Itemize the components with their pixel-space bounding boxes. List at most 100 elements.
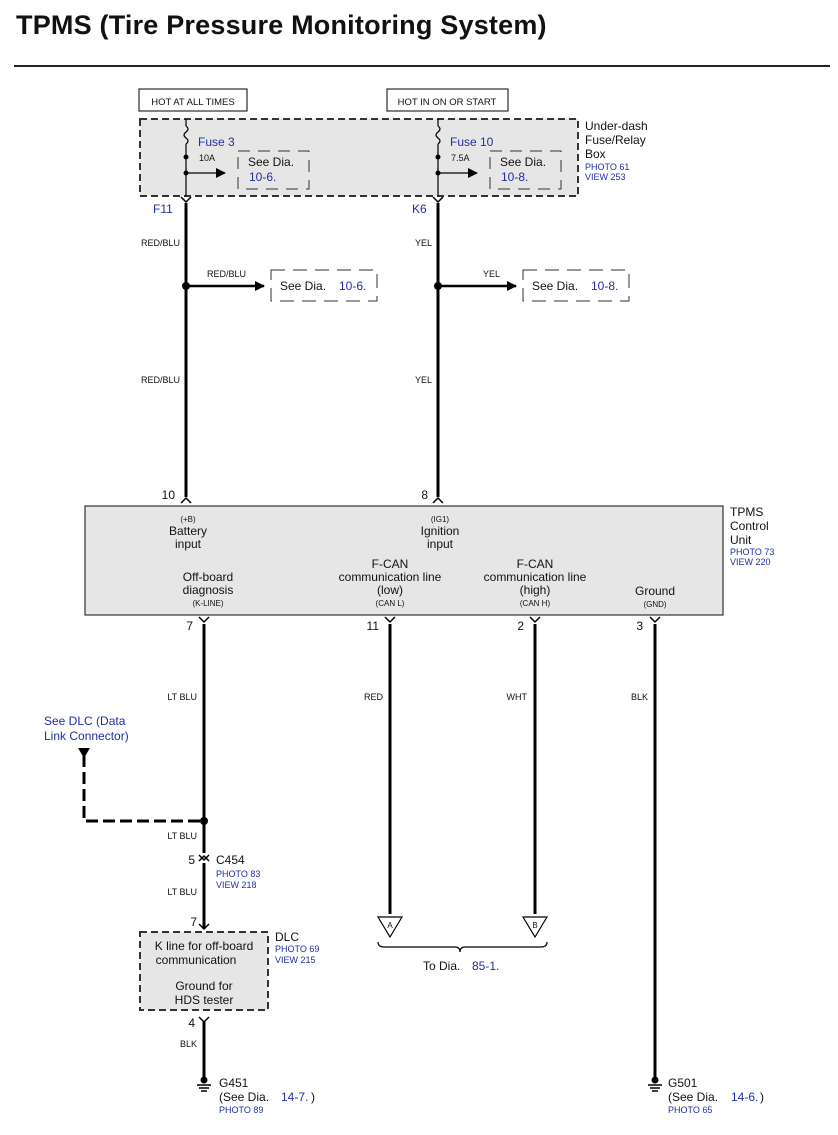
control-unit-name-1: TPMS xyxy=(730,505,763,519)
terminal-k6-label: K6 xyxy=(412,202,427,216)
pin-8-label: 8 xyxy=(421,488,428,502)
fuse-3-ref-link[interactable]: 10-6. xyxy=(249,170,276,184)
dlc-line-1: K line for off-board xyxy=(155,939,254,953)
fuse-box-photo: PHOTO 61 xyxy=(585,162,629,172)
splice-left-ref-link[interactable]: 10-6. xyxy=(339,279,366,293)
fcan-low-code: (CAN L) xyxy=(376,599,405,608)
wire-label-yel-1: YEL xyxy=(415,238,432,248)
splice-wire-label-red-blu: RED/BLU xyxy=(207,269,246,279)
offboard-code: (K-LINE) xyxy=(192,599,223,608)
control-unit-name-2: Control xyxy=(730,519,769,533)
dlc-view: VIEW 215 xyxy=(275,955,316,965)
dlc-ref-line-1[interactable]: See DLC (Data xyxy=(44,714,126,728)
wire-label-lt-blu-1: LT BLU xyxy=(167,692,197,702)
g501-name: G501 xyxy=(668,1076,698,1090)
c454-connector-symbol xyxy=(198,854,210,862)
control-unit-photo: PHOTO 73 xyxy=(730,547,774,557)
page-title: TPMS (Tire Pressure Monitoring System) xyxy=(16,10,547,40)
dlc-name: DLC xyxy=(275,930,299,944)
wire-label-lt-blu-2: LT BLU xyxy=(167,831,197,841)
fcan-high-label-2: communication line xyxy=(484,570,587,584)
fcan-low-label-1: F-CAN xyxy=(372,557,409,571)
connectors-ref-link[interactable]: 85-1. xyxy=(472,959,499,973)
splice-left-see: See Dia. xyxy=(280,279,326,293)
fcan-high-label-1: F-CAN xyxy=(517,557,554,571)
g501-see: (See Dia. xyxy=(668,1090,718,1104)
fuse-box-name-2: Fuse/Relay xyxy=(585,133,646,147)
c454-view: VIEW 218 xyxy=(216,880,257,890)
g501-close: ) xyxy=(760,1090,764,1104)
fuse-3-see: See Dia. xyxy=(248,155,294,169)
wire-label-lt-blu-3: LT BLU xyxy=(167,887,197,897)
hot-in-on-or-start-label: HOT IN ON OR START xyxy=(398,97,497,108)
dlc-ref-dashed-wire xyxy=(82,755,204,823)
dlc-box xyxy=(139,931,269,1011)
fuse-3 xyxy=(183,119,226,196)
pin-10-label: 10 xyxy=(162,488,176,502)
fcan-low-label-2: communication line xyxy=(339,570,442,584)
fuse-10-label: Fuse 10 xyxy=(450,135,494,149)
pin-7-label: 7 xyxy=(186,619,193,633)
tpms-control-unit xyxy=(84,505,724,616)
fuse-10 xyxy=(435,119,478,196)
g451-ground-icon xyxy=(197,1076,211,1092)
connectors-brace xyxy=(377,941,548,953)
pin-10-symbol xyxy=(180,496,192,504)
fuse-10-ref-link[interactable]: 10-8. xyxy=(501,170,528,184)
dlc-ref-line-2[interactable]: Link Connector) xyxy=(44,729,129,743)
g501-ref-link[interactable]: 14-6. xyxy=(731,1090,758,1104)
c454-name: C454 xyxy=(216,853,245,867)
dlc-pin-bottom-symbol xyxy=(198,1016,210,1024)
dlc-line-2: communication xyxy=(156,953,237,967)
fcan-low-label-3: (low) xyxy=(377,583,403,597)
ignition-label-2: input xyxy=(427,537,454,551)
wire-label-red-blu-1: RED/BLU xyxy=(141,238,180,248)
g451-name: G451 xyxy=(219,1076,249,1090)
g501-ground-icon xyxy=(648,1076,662,1092)
dlc-splice xyxy=(200,817,208,825)
fuse-3-symbol xyxy=(183,125,189,145)
g451-ref-link[interactable]: 14-7. xyxy=(281,1090,308,1104)
pin-3-label: 3 xyxy=(636,619,643,633)
connector-b-label: B xyxy=(532,921,537,930)
splice-right-ref-link[interactable]: 10-8. xyxy=(591,279,618,293)
splice-wire-label-yel: YEL xyxy=(483,269,500,279)
pin-3-symbol xyxy=(649,616,661,624)
dlc-pin-top-symbol xyxy=(198,923,210,931)
pin-2-label: 2 xyxy=(517,619,524,633)
pin-11-label: 11 xyxy=(367,619,380,633)
fuse-10-see: See Dia. xyxy=(500,155,546,169)
pin-11-symbol xyxy=(384,616,396,624)
splice-right-ref-box xyxy=(522,269,630,302)
wire-label-yel-2: YEL xyxy=(415,375,432,385)
ignition-label-1: Ignition xyxy=(421,524,460,538)
wire-label-red-blu-2: RED/BLU xyxy=(141,375,180,385)
fuse-3-label: Fuse 3 xyxy=(198,135,235,149)
wire-label-red: RED xyxy=(364,692,384,702)
control-unit-view: VIEW 220 xyxy=(730,557,771,567)
dlc-photo: PHOTO 69 xyxy=(275,944,319,954)
hot-at-all-times-box xyxy=(138,88,248,112)
dlc-line-4: HDS tester xyxy=(175,993,234,1007)
fuse-box-view: VIEW 253 xyxy=(585,172,626,182)
wire-label-blk-2: BLK xyxy=(180,1039,197,1049)
g501-photo: PHOTO 65 xyxy=(668,1105,712,1115)
g451-photo: PHOTO 89 xyxy=(219,1105,263,1115)
terminal-f11-symbol xyxy=(180,196,192,204)
fuse-3-amp: 10A xyxy=(199,153,215,163)
connector-a-symbol xyxy=(376,916,404,939)
pin-8-symbol xyxy=(432,496,444,504)
fuse-box-name-3: Box xyxy=(585,147,606,161)
wire-label-wht: WHT xyxy=(507,692,528,702)
g451-see: (See Dia. xyxy=(219,1090,269,1104)
dlc-pin-bottom: 4 xyxy=(188,1016,195,1030)
offboard-label-2: diagnosis xyxy=(183,583,234,597)
fuse-10-symbol xyxy=(435,125,441,145)
fuse-10-ref-box xyxy=(489,150,562,190)
c454-pin: 5 xyxy=(188,853,195,867)
hot-at-all-times-label: HOT AT ALL TIMES xyxy=(151,97,234,108)
c454-photo: PHOTO 83 xyxy=(216,869,260,879)
hot-in-on-or-start-box xyxy=(386,88,509,112)
control-unit-name-3: Unit xyxy=(730,533,752,547)
battery-label-2: input xyxy=(175,537,202,551)
